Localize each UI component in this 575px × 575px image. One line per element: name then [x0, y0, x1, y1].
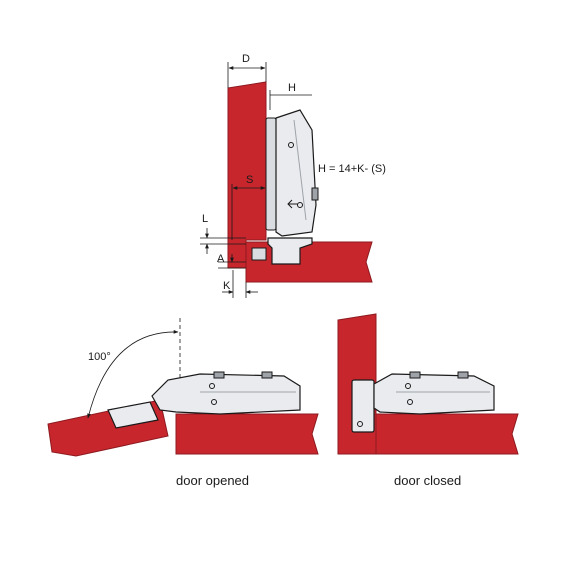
mounting-plate — [265, 117, 277, 231]
adjust-screw — [311, 187, 319, 201]
door-closed-view: door closed — [337, 313, 519, 488]
closed-door-panel — [375, 413, 519, 455]
hinge-cup — [267, 237, 313, 265]
hinge-arm — [275, 109, 317, 237]
closed-hinge-cup — [351, 379, 375, 433]
label-H: H — [288, 82, 296, 94]
open-cabinet-panel — [175, 413, 319, 455]
formula-text: H = 14+K- (S) — [318, 163, 386, 175]
top-view: D H H = 14+K- (S) S L A K — [200, 53, 386, 298]
closed-hinge-arm — [373, 373, 495, 415]
door-opened-view: 100° door opened — [47, 318, 319, 488]
door-opened-caption: door opened — [176, 473, 249, 488]
open-hinge-arm — [151, 373, 301, 415]
label-L: L — [202, 213, 208, 225]
label-K: K — [223, 280, 231, 292]
label-A: A — [217, 253, 225, 265]
door-closed-caption: door closed — [394, 473, 461, 488]
angle-arc — [87, 329, 179, 419]
label-S: S — [246, 174, 253, 186]
open-hinge-cup — [107, 401, 159, 429]
label-D: D — [242, 53, 250, 65]
angle-label: 100° — [88, 351, 111, 363]
